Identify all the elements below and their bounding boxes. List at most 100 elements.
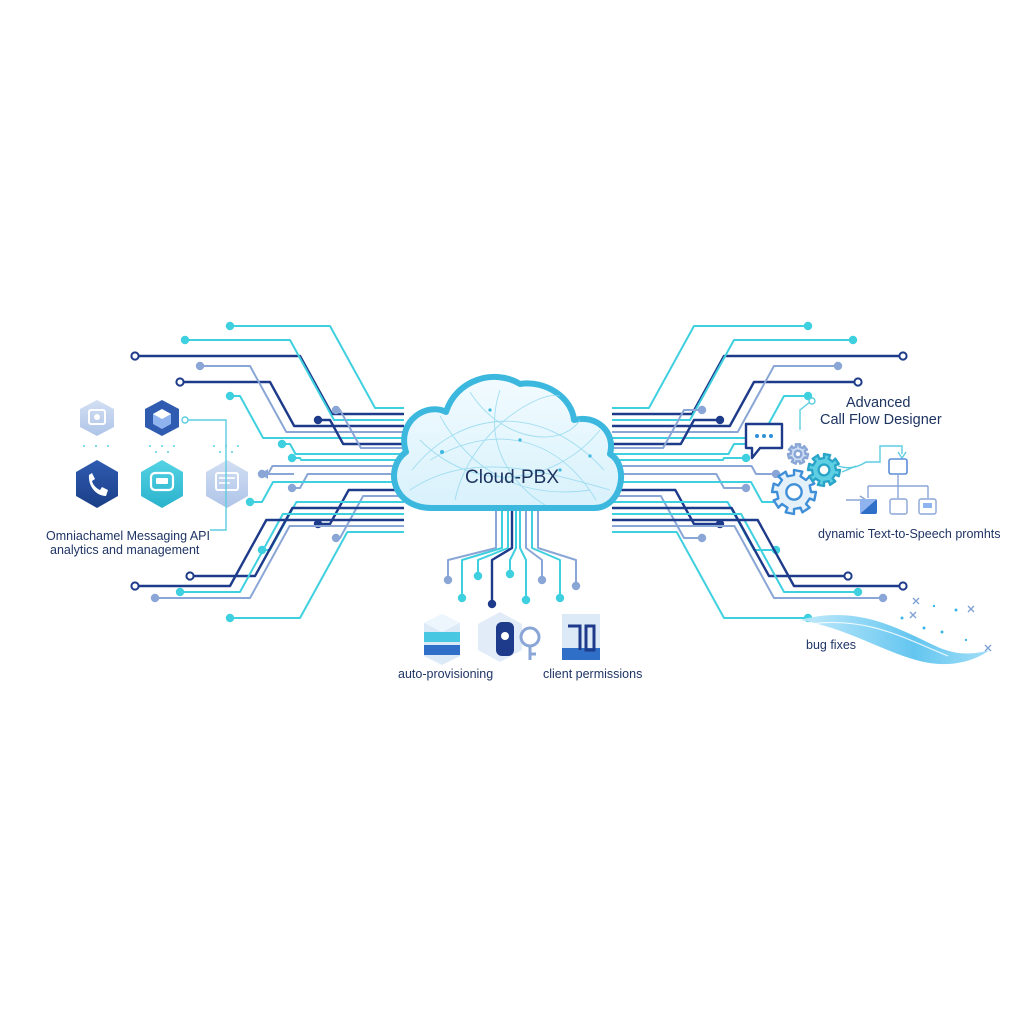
trace-terminal	[175, 587, 185, 597]
circuit-traces-left	[130, 321, 404, 623]
small-gear-icon	[786, 443, 810, 465]
trace-left-2	[185, 339, 404, 421]
trace-bottom-7	[531, 508, 561, 598]
trace-terminal	[853, 377, 863, 387]
trace-terminal	[130, 351, 140, 361]
large-gear-icon	[770, 468, 818, 516]
trace-terminal	[473, 571, 483, 581]
circuit-traces-bottom	[443, 508, 581, 609]
trace-terminal	[225, 321, 235, 331]
trace-right-7	[612, 409, 702, 449]
trace-terminal	[898, 581, 908, 591]
trace-left-12	[250, 481, 404, 503]
home-hex-icon	[80, 400, 114, 436]
trace-right-17	[612, 513, 858, 593]
trace-terminal	[843, 571, 853, 581]
trace-terminal	[803, 321, 813, 331]
dashboard-hex-icon	[206, 460, 248, 508]
trace-bottom-8	[537, 508, 577, 586]
trace-left-18	[135, 518, 404, 588]
trace-right-3	[612, 380, 858, 428]
trace-left-10	[262, 465, 404, 475]
trace-terminal	[853, 587, 863, 597]
trace-terminal	[537, 575, 547, 585]
trace-terminal	[715, 415, 725, 425]
trace-terminal	[848, 335, 858, 345]
messaging-label-line1: Omniachamel Messaging API	[46, 529, 210, 543]
trace-terminal	[878, 593, 888, 603]
trace-right-5	[612, 395, 808, 439]
trace-terminal	[521, 595, 531, 605]
trace-left-5	[230, 395, 404, 439]
cloud-pbx-icon	[391, 373, 625, 511]
arrow-head	[260, 469, 268, 479]
trace-bottom-3	[490, 508, 514, 604]
trace-terminal	[697, 533, 707, 543]
trace-terminal	[697, 405, 707, 415]
trace-terminal	[130, 581, 140, 591]
trace-bottom-6	[525, 508, 543, 580]
trace-right-9	[612, 457, 746, 461]
trace-left-0	[230, 325, 404, 409]
trace-terminal	[487, 599, 497, 609]
trace-right-16	[612, 506, 848, 578]
cyan-gear-icon	[806, 452, 842, 488]
provisioning-label: auto-provisioning	[398, 667, 494, 681]
messaging-label-line2: analytics and management	[50, 543, 200, 557]
chat-bubble-icon	[744, 422, 784, 460]
trace-terminal	[225, 613, 235, 623]
call-flow-icons	[744, 397, 937, 516]
circuit-traces-right	[612, 321, 908, 623]
cloud-pbx-title: Cloud-PBX	[465, 467, 559, 488]
trace-bottom-2	[477, 508, 509, 576]
trace-terminal	[185, 571, 195, 581]
trace-terminal	[150, 593, 160, 603]
permissions-icon	[478, 612, 600, 662]
trace-right-2	[612, 339, 853, 421]
trace-left-6	[318, 418, 404, 446]
trace-left-9	[292, 457, 404, 461]
trace-terminal	[833, 361, 843, 371]
trace-terminal	[571, 581, 581, 591]
trace-terminal	[741, 483, 751, 493]
trace-left-20	[230, 531, 404, 619]
trace-right-14	[612, 495, 702, 539]
trace-right-20	[612, 531, 808, 619]
trace-terminal	[225, 391, 235, 401]
trace-right-0	[612, 325, 808, 409]
bug-fixes-label: bug fixes	[806, 638, 857, 652]
bug-fixes-wave-icon	[800, 597, 992, 665]
trace-bottom-1	[461, 508, 503, 598]
trace-terminal	[331, 533, 341, 543]
trace-terminal	[313, 415, 323, 425]
trace-right-10	[612, 465, 776, 475]
trace-terminal	[443, 575, 453, 585]
trace-right-4	[612, 365, 838, 433]
trace-right-12	[612, 481, 788, 503]
trace-left-17	[180, 513, 404, 593]
trace-left-1	[135, 354, 404, 416]
trace-terminal	[245, 497, 255, 507]
flowchart-icon	[860, 458, 937, 515]
permissions-label: client permissions	[543, 667, 643, 681]
messaging-icons	[76, 400, 248, 531]
call-flow-label-line1: Advanced	[846, 395, 911, 411]
trace-terminal	[175, 377, 185, 387]
trace-terminal	[457, 593, 467, 603]
trace-terminal	[180, 335, 190, 345]
call-flow-label-line2: Call Flow Designer	[820, 412, 942, 428]
trace-bottom-4	[509, 508, 517, 574]
gear-icons	[770, 443, 842, 516]
trace-terminal	[195, 361, 205, 371]
trace-bottom-5	[519, 508, 527, 600]
trace-terminal	[898, 351, 908, 361]
trace-right-6	[612, 418, 720, 446]
trace-terminal	[555, 593, 565, 603]
chat-hex-icon	[141, 460, 183, 508]
cube-hex-icon	[145, 400, 179, 436]
trace-left-4	[200, 365, 404, 433]
trace-left-16	[190, 506, 404, 578]
phone-hex-icon	[76, 460, 118, 508]
trace-bottom-0	[447, 508, 497, 580]
